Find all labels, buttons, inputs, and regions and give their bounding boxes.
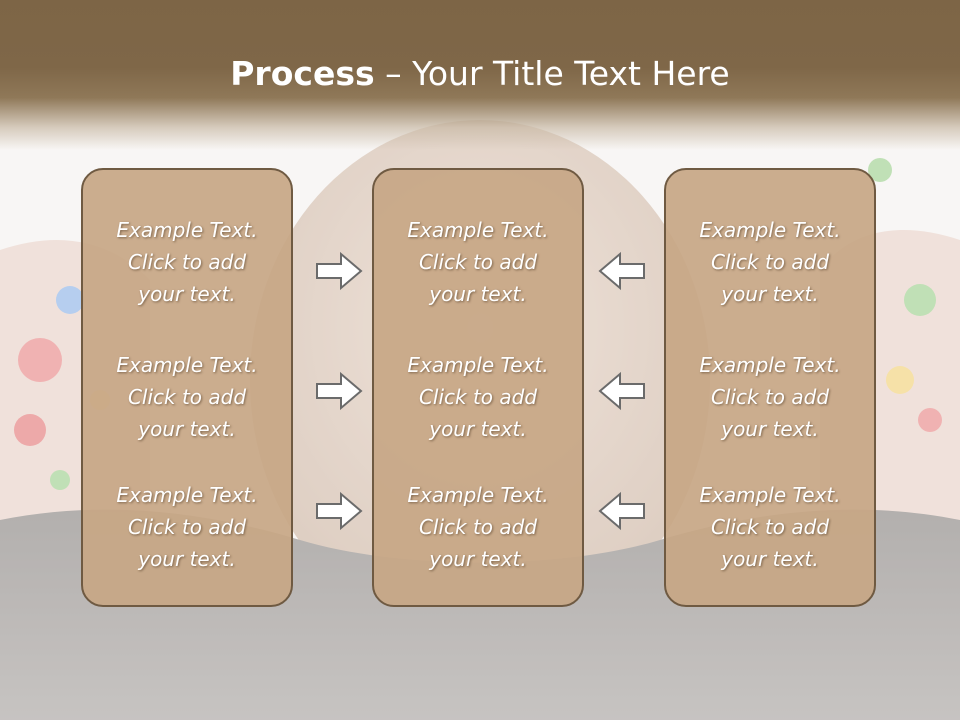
text-line: Example Text. — [699, 483, 841, 507]
text-line: your text. — [721, 417, 819, 441]
text-line: Click to add — [418, 385, 538, 409]
arrow-left-icon — [598, 251, 646, 291]
text-block[interactable]: Example Text. Click to add your text. — [83, 214, 291, 310]
text-block[interactable]: Example Text. Click to add your text. — [374, 349, 582, 445]
text-block[interactable]: Example Text. Click to add your text. — [374, 479, 582, 575]
process-box-2[interactable]: Example Text. Click to add your text. Ex… — [372, 168, 584, 607]
text-line: Click to add — [710, 250, 830, 274]
text-line: Click to add — [710, 515, 830, 539]
process-box-3[interactable]: Example Text. Click to add your text. Ex… — [664, 168, 876, 607]
text-line: your text. — [429, 282, 527, 306]
text-block[interactable]: Example Text. Click to add your text. — [666, 479, 874, 575]
text-line: Example Text. — [407, 483, 549, 507]
text-block[interactable]: Example Text. Click to add your text. — [666, 349, 874, 445]
text-line: Example Text. — [699, 218, 841, 242]
text-line: Example Text. — [407, 218, 549, 242]
arrow-right-icon — [315, 251, 363, 291]
text-line: your text. — [429, 417, 527, 441]
arrow-left-icon — [598, 371, 646, 411]
text-line: your text. — [721, 547, 819, 571]
title-dash: – — [374, 54, 413, 93]
text-line: Click to add — [418, 250, 538, 274]
arrow-left-icon — [598, 491, 646, 531]
slide-title[interactable]: Process – Your Title Text Here — [0, 52, 960, 96]
title-rest: Your Title Text Here — [412, 54, 730, 93]
text-line: your text. — [721, 282, 819, 306]
text-block[interactable]: Example Text. Click to add your text. — [374, 214, 582, 310]
text-line: Example Text. — [699, 353, 841, 377]
text-block[interactable]: Example Text. Click to add your text. — [83, 479, 291, 575]
text-line: Click to add — [127, 515, 247, 539]
text-line: Example Text. — [116, 218, 258, 242]
text-line: your text. — [138, 282, 236, 306]
title-bold: Process — [230, 54, 375, 93]
arrow-right-icon — [315, 371, 363, 411]
text-line: your text. — [429, 547, 527, 571]
text-line: Click to add — [127, 250, 247, 274]
text-line: Example Text. — [116, 483, 258, 507]
title-band — [0, 0, 960, 150]
text-line: your text. — [138, 417, 236, 441]
text-line: Click to add — [127, 385, 247, 409]
text-line: Example Text. — [407, 353, 549, 377]
text-block[interactable]: Example Text. Click to add your text. — [666, 214, 874, 310]
text-block[interactable]: Example Text. Click to add your text. — [83, 349, 291, 445]
text-line: Example Text. — [116, 353, 258, 377]
text-line: Click to add — [710, 385, 830, 409]
text-line: your text. — [138, 547, 236, 571]
text-line: Click to add — [418, 515, 538, 539]
arrow-right-icon — [315, 491, 363, 531]
process-box-1[interactable]: Example Text. Click to add your text. Ex… — [81, 168, 293, 607]
